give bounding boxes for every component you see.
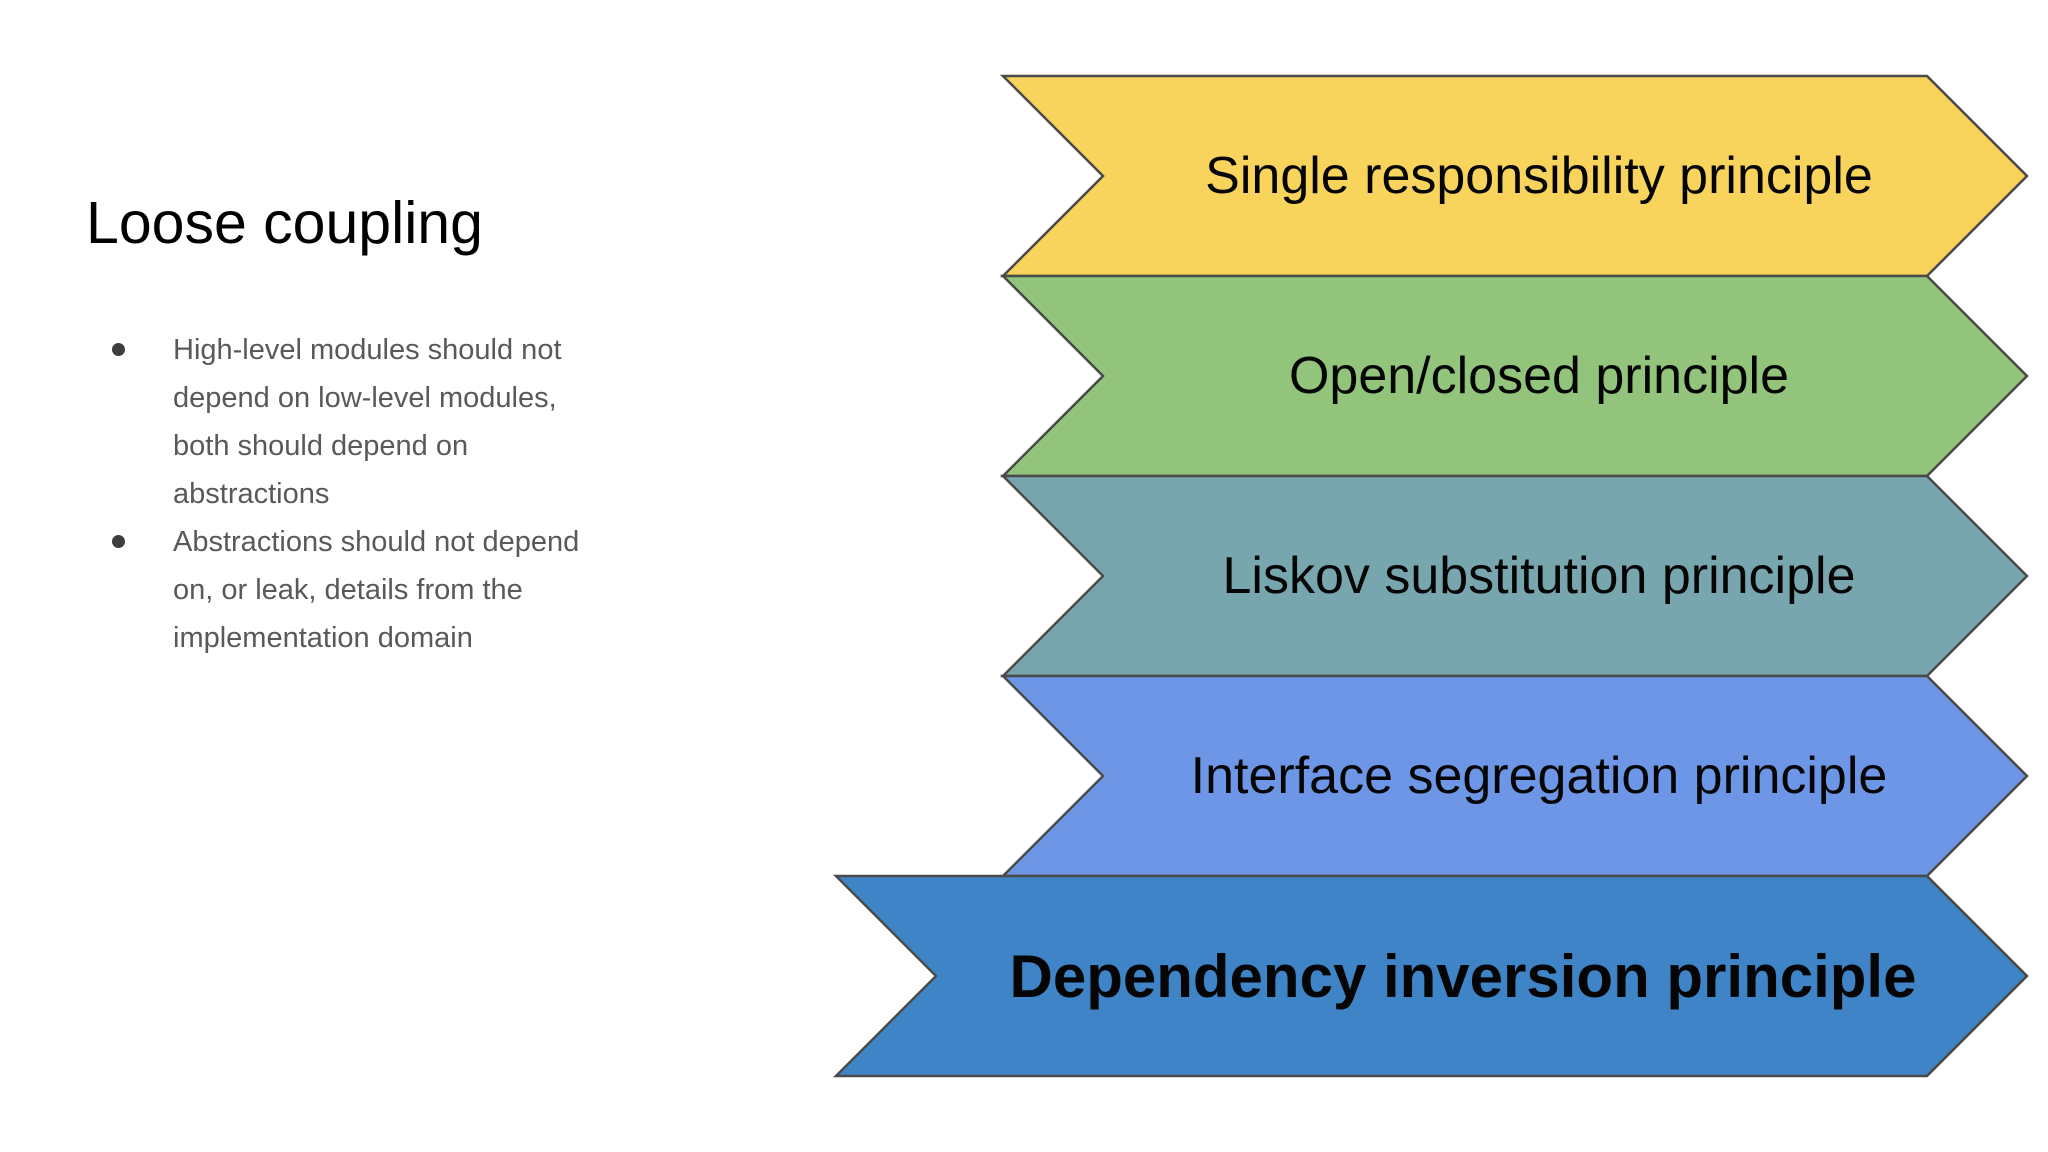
bullet-list: High-level modules should not depend on … [112, 326, 583, 662]
chevron-shape-liskov-substitution [999, 474, 2029, 678]
slide-title: Loose coupling [86, 190, 483, 256]
bullet-item: High-level modules should not depend on … [112, 326, 583, 518]
chevron-shape-single-responsibility [999, 74, 2029, 278]
chevron-shape-dependency-inversion [832, 874, 2029, 1078]
bullet-item: Abstractions should not depend on, or le… [112, 518, 583, 662]
bullet-text: Abstractions should not depend on, or le… [173, 526, 580, 654]
bullet-text: High-level modules should not depend on … [173, 334, 562, 510]
chevron-shape-interface-segregation [999, 674, 2029, 878]
bullet-dot-icon [112, 535, 125, 548]
bullet-dot-icon [112, 343, 125, 356]
chevron-shape-open-closed [999, 274, 2029, 478]
